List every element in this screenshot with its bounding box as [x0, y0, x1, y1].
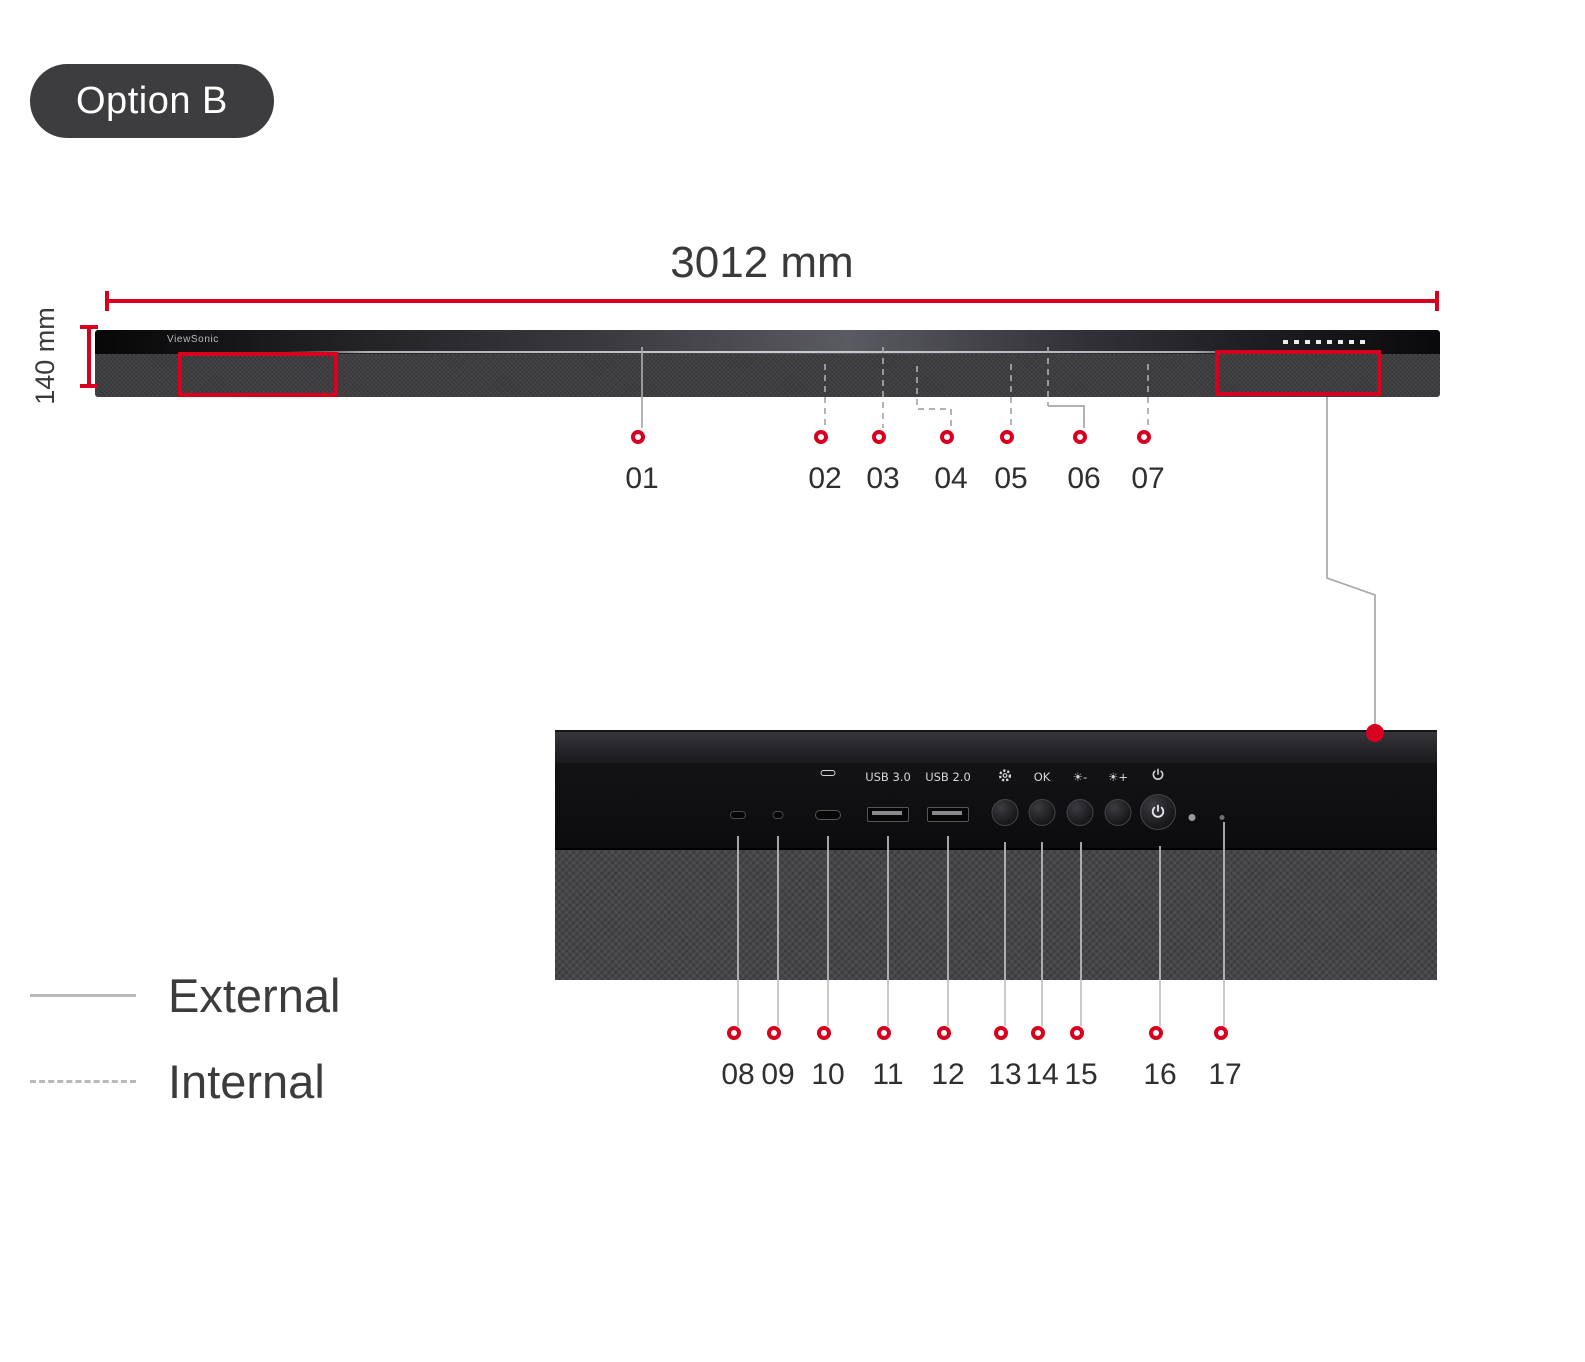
callout-number: 10: [811, 1058, 845, 1091]
callout-marker: [1148, 1026, 1163, 1040]
callout-marker: [876, 1026, 891, 1040]
settings-button: [991, 799, 1019, 826]
width-dimension-line: [105, 291, 1439, 311]
detail-connector-line: [1326, 397, 1376, 726]
gear-icon: [998, 768, 1013, 786]
callout-marker: [1072, 430, 1087, 444]
callout-number: 05: [994, 462, 1028, 495]
callout-marker: [813, 430, 828, 444]
callout-marker: [939, 430, 954, 444]
callout-number: 17: [1208, 1058, 1242, 1091]
callout-number: 11: [872, 1058, 904, 1091]
bottom-leader-lines: [737, 822, 1225, 1026]
control-panel-detail-view: USB 3.0 USB 2.0 OK ☀- ☀+: [555, 730, 1437, 980]
brightness-up-label: ☀+: [1108, 770, 1128, 784]
callout-marker: [1069, 1026, 1084, 1040]
callout-marker: [936, 1026, 951, 1040]
usb-c-port: [815, 810, 841, 820]
callout-number: 06: [1067, 462, 1101, 495]
callout-marker: [726, 1026, 741, 1040]
usb30-port: [867, 807, 909, 822]
usb20-label: USB 2.0: [925, 770, 971, 784]
callout-number: 01: [625, 462, 659, 495]
callout-number: 14: [1025, 1058, 1059, 1091]
callout-number: 07: [1131, 462, 1165, 495]
legend-external: External: [30, 964, 340, 1026]
legend-label: Internal: [168, 1054, 325, 1108]
legend-label: External: [168, 968, 341, 1022]
panel-top-edge: [555, 730, 1437, 763]
callout-number: 15: [1064, 1058, 1098, 1091]
highlight-box-left: [178, 352, 338, 397]
callout-marker: [816, 1026, 831, 1040]
brightness-down-button: [1066, 799, 1094, 826]
port-strip: USB 3.0 USB 2.0 OK ☀- ☀+: [555, 763, 1437, 848]
ok-label: OK: [1033, 770, 1051, 784]
callout-number: 08: [721, 1058, 755, 1091]
ok-button: [1028, 799, 1056, 826]
power-icon: [1151, 768, 1165, 785]
callout-number: 02: [808, 462, 842, 495]
power-button: [1140, 794, 1176, 830]
status-led: [1188, 814, 1196, 821]
segment-display: [1283, 337, 1367, 347]
callout-number: 16: [1143, 1058, 1177, 1091]
callout-number: 13: [988, 1058, 1022, 1091]
top-leader-lines: [641, 347, 1149, 428]
callout-marker: [1213, 1026, 1228, 1040]
callout-number: 09: [761, 1058, 795, 1091]
callout-number: 12: [931, 1058, 965, 1091]
callout-marker: [999, 430, 1014, 444]
callout-number: 03: [866, 462, 900, 495]
light-sensor: [1219, 815, 1225, 820]
legend-line-solid: [30, 993, 136, 997]
port-08: [730, 811, 746, 819]
bezel-highlight-line: [287, 351, 1271, 353]
legend-internal: Internal: [30, 1050, 325, 1112]
width-dimension-label: 3012 mm: [670, 238, 854, 287]
usb30-label: USB 3.0: [865, 770, 911, 784]
height-dimension-line: [80, 325, 98, 388]
port-09: [772, 811, 784, 819]
brightness-up-button: [1104, 799, 1132, 826]
callout-marker: [993, 1026, 1008, 1040]
callout-number: 04: [934, 462, 968, 495]
callout-marker: [766, 1026, 781, 1040]
option-badge: Option B: [30, 64, 274, 138]
brightness-down-label: ☀-: [1072, 770, 1088, 784]
usb-c-icon: [820, 770, 836, 776]
callout-marker: [871, 430, 886, 444]
callout-marker: [1136, 430, 1151, 444]
highlight-box-right: [1215, 350, 1381, 396]
brand-logo: ViewSonic: [167, 334, 219, 345]
detail-connector-dot: [1366, 724, 1384, 742]
usb20-port: [927, 807, 969, 822]
callout-marker: [630, 430, 645, 444]
panel-fabric: [555, 848, 1437, 980]
callout-marker: [1030, 1026, 1045, 1040]
legend-line-dashed: [30, 1079, 136, 1083]
